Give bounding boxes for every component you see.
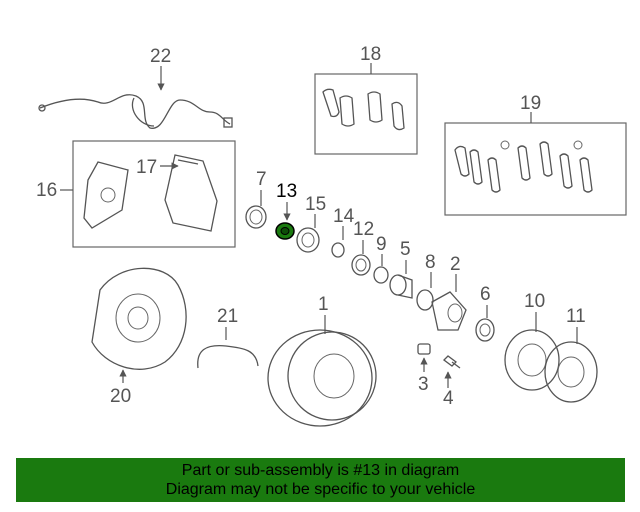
banner-line-2: Diagram may not be specific to your vehi…: [165, 481, 476, 498]
callout-7: 7: [256, 169, 267, 190]
part-15-bearing: [296, 227, 320, 253]
part-6-seal: [475, 318, 495, 342]
part-1-rotor: [267, 329, 377, 427]
part-7-seal: [245, 205, 267, 229]
callout-9: 9: [376, 234, 387, 255]
callout-6: 6: [480, 284, 491, 305]
part-18-brake-pads: [322, 88, 405, 131]
callout-22: 22: [150, 46, 171, 67]
callout-10: 10: [524, 291, 545, 312]
callout-20: 20: [110, 386, 131, 407]
part-21-brake-hose: [197, 344, 259, 369]
part-19-brake-pads: [454, 140, 593, 193]
callout-17: 17: [136, 157, 157, 178]
callout-19: 19: [520, 93, 541, 114]
part-16-caliper-box: [72, 140, 236, 248]
part-4-bolt: [443, 355, 461, 369]
parts-diagram: 22 18 19 16 17 7 13: [36, 44, 627, 427]
callout-15: 15: [305, 194, 326, 215]
part-5-sleeve: [389, 274, 413, 299]
part-8-seal: [416, 289, 434, 311]
callout-3: 3: [418, 374, 429, 395]
part-10-gasket: [504, 329, 560, 391]
callout-16: 16: [36, 180, 57, 201]
part-9-ring: [373, 266, 389, 284]
info-banner: Part or sub-assembly is #13 in diagram D…: [16, 458, 625, 502]
part-19-pad-kit-box: [444, 122, 627, 216]
part-20-backing-plate: [91, 267, 187, 370]
callout-12: 12: [353, 219, 374, 240]
callout-1: 1: [318, 294, 329, 315]
callout-5: 5: [400, 239, 411, 260]
part-11-gasket: [544, 341, 598, 403]
callout-13: 13: [276, 181, 297, 202]
callout-18: 18: [360, 44, 381, 65]
part-16-caliper: [83, 154, 218, 232]
part-12-bearing: [351, 254, 371, 276]
callout-2: 2: [450, 254, 461, 275]
banner-line-1: Part or sub-assembly is #13 in diagram: [181, 462, 460, 479]
callout-4: 4: [443, 388, 454, 409]
part-22-abs-sensor-wire: [38, 94, 233, 129]
part-14-ring: [331, 242, 345, 258]
callout-21: 21: [217, 306, 238, 327]
part-18-pad-kit-box: [314, 73, 418, 155]
part-2-hub: [431, 291, 467, 331]
callout-11: 11: [566, 306, 586, 327]
callout-8: 8: [425, 252, 436, 273]
part-3-nut: [417, 343, 431, 355]
part-13-highlighted: [275, 222, 295, 240]
callout-14: 14: [333, 206, 355, 227]
